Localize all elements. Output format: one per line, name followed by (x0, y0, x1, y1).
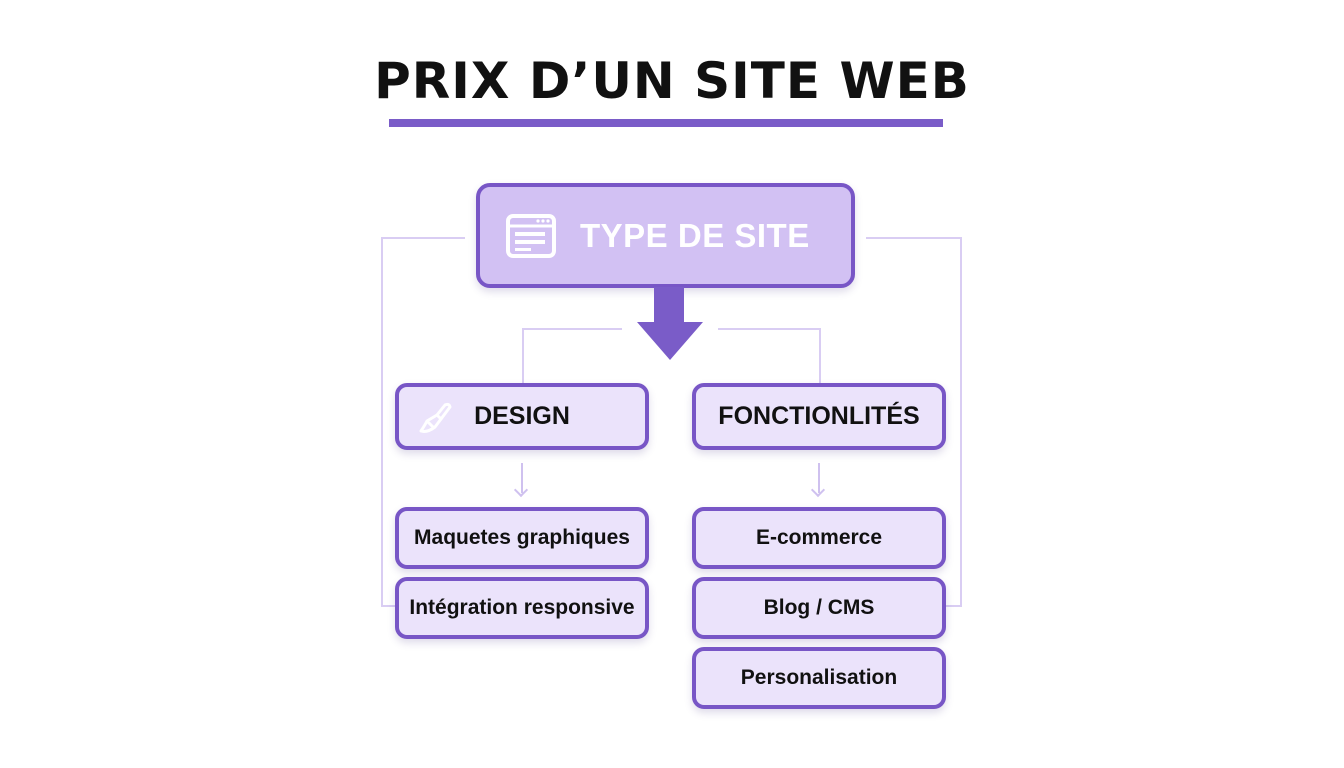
connector-right-vertical (960, 237, 962, 607)
connector-left-top (381, 237, 465, 239)
diagram-title: PRIX D’UN SITE WEB (374, 52, 970, 110)
branch-left-vertical (522, 328, 524, 384)
branch-left-horizontal (522, 328, 622, 330)
root-node-label: TYPE DE SITE (580, 216, 810, 254)
down-arrow-icon (637, 322, 703, 360)
paintbrush-icon (419, 402, 452, 433)
category-label: DESIGN (474, 402, 570, 430)
item-label: Intégration responsive (409, 596, 635, 619)
item-label: Personalisation (740, 666, 898, 689)
category-fonctionnalites: FONCTIONLITÉS (692, 383, 946, 450)
category-design: DESIGN (395, 383, 649, 450)
connector-left-bottom (381, 605, 397, 607)
connector-right-bottom (945, 605, 962, 607)
item-label: E-commerce (755, 526, 883, 549)
list-item-integration: Intégration responsive (395, 577, 649, 639)
item-label: Blog / CMS (763, 596, 875, 619)
browser-window-icon (506, 213, 556, 258)
connector-right-top (866, 237, 962, 239)
title-underline (389, 119, 943, 127)
branch-right-vertical (819, 328, 821, 384)
item-label: Maquetes graphiques (414, 526, 630, 549)
branch-right-horizontal (718, 328, 821, 330)
category-label: FONCTIONLITÉS (718, 402, 920, 430)
small-down-arrow-icon (818, 463, 820, 493)
list-item-maquettes: Maquetes graphiques (395, 507, 649, 569)
root-node-type-de-site: TYPE DE SITE (476, 183, 855, 288)
connector-left-vertical (381, 237, 383, 607)
list-item-blog-cms: Blog / CMS (692, 577, 946, 639)
down-arrow-stem (654, 287, 684, 325)
list-item-personalisation: Personalisation (692, 647, 946, 709)
list-item-ecommerce: E-commerce (692, 507, 946, 569)
small-down-arrow-icon (521, 463, 523, 493)
